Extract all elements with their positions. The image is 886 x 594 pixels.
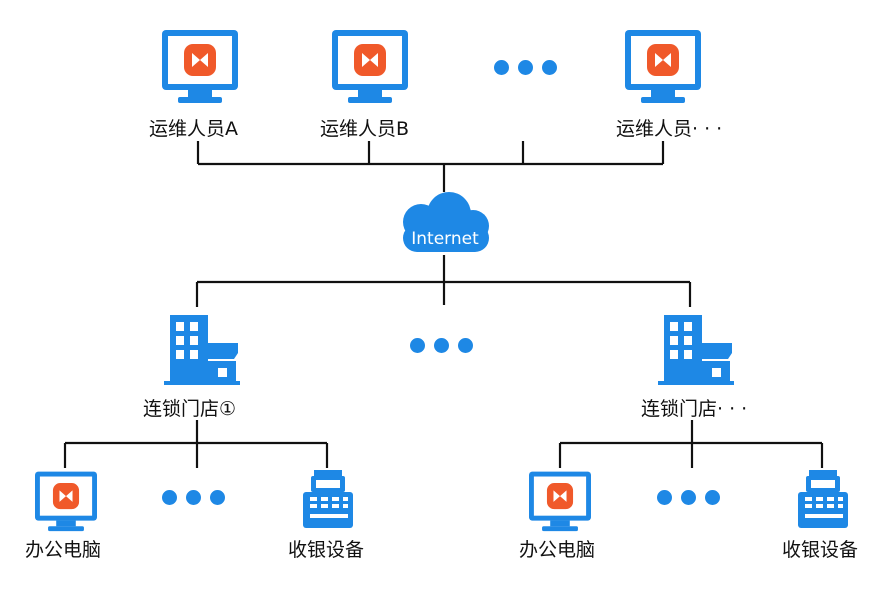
monitor-icon: [529, 471, 591, 532]
ellipsis-dots: [410, 338, 473, 353]
monitor-icon: [162, 30, 238, 103]
cash-register-label: 收银设备: [782, 539, 859, 561]
store-more-label: 连锁门店· · ·: [641, 398, 748, 420]
operator-b-label: 运维人员B: [320, 118, 410, 140]
cash-register-label: 收银设备: [288, 539, 365, 561]
cloud-icon: Internet: [403, 192, 489, 252]
ellipsis-dots: [494, 60, 557, 75]
cash-register-icon: [303, 470, 353, 528]
cash-register-icon: [798, 470, 848, 528]
office-pc-label: 办公电脑: [519, 539, 596, 561]
monitor-icon: [35, 471, 97, 532]
ellipsis-dots: [162, 490, 225, 505]
store-building-icon: [658, 315, 734, 385]
operator-a-label: 运维人员A: [149, 118, 238, 140]
office-pc-label: 办公电脑: [25, 539, 102, 561]
monitor-icon: [625, 30, 701, 103]
store-building-icon: [164, 315, 240, 385]
monitor-icon: [332, 30, 408, 103]
internet-label: Internet: [411, 229, 479, 249]
operator-more-label: 运维人员· · ·: [616, 118, 723, 140]
ellipsis-dots: [657, 490, 720, 505]
store-1-label: 连锁门店①: [143, 398, 237, 420]
